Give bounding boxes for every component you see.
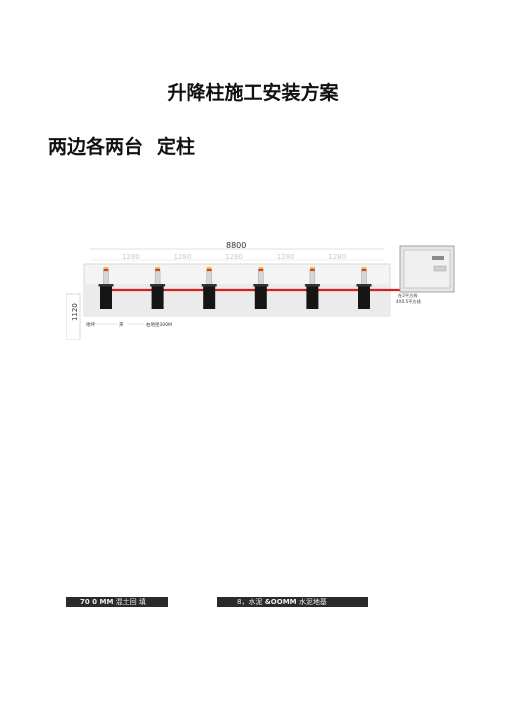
bollard-light-red <box>155 269 161 271</box>
bollard-light-yellow <box>258 267 264 269</box>
cable-note-1: 在2平方线 <box>398 292 418 299</box>
bollard-base <box>358 285 370 309</box>
bollard-base <box>151 285 164 309</box>
bollard-shaft <box>258 270 264 286</box>
bollard-light-red <box>258 269 264 271</box>
section-heading-right: 定柱 <box>157 136 196 158</box>
bollard-light-yellow <box>206 267 212 269</box>
footer-bar-right-separator: ， <box>241 598 249 606</box>
concrete-fill <box>84 284 390 316</box>
bollard-light-yellow <box>103 267 109 269</box>
bollard-base <box>203 285 216 309</box>
footer-bar-right-prefix: 8 <box>237 598 242 606</box>
bollard <box>253 267 269 309</box>
side-dimension-box <box>66 293 81 340</box>
control-cabinet-button <box>433 265 447 272</box>
bollard-flange <box>253 284 269 287</box>
bollard-light-red <box>361 269 367 271</box>
footer-bar-right-rest: 水泥地基 <box>296 598 327 606</box>
spacing-label: 1280 <box>328 253 346 261</box>
bollard-light-yellow <box>155 267 161 269</box>
footer-bar-left-text: 混土回 填 <box>113 598 146 606</box>
footer-bar-backfill: 70 0 MM 混土回 填 <box>66 597 168 607</box>
footer-bar-foundation: 8，水泥 &OOMM 水泥地基 <box>217 597 368 607</box>
side-dimension-label: 1120 <box>71 303 79 321</box>
bollards <box>98 267 372 309</box>
bollard-flange <box>304 284 320 287</box>
bottom-label-3: 右地径300M <box>146 321 172 328</box>
bollard-flange <box>201 284 217 287</box>
bollard <box>150 267 166 309</box>
section-heading: 两边各两台定柱 <box>48 132 195 159</box>
control-cabinet-display <box>432 256 444 260</box>
bollard-flange <box>150 284 166 287</box>
footer-bar-right-bold: &OOMM <box>264 598 297 606</box>
bollard-light-yellow <box>361 267 367 269</box>
page-title: 升降柱施工安装方案 <box>167 82 339 104</box>
bollard <box>201 267 217 309</box>
total-length-label: 8800 <box>226 241 246 250</box>
bollard-base <box>254 285 267 309</box>
spacing-label: 1280 <box>225 253 243 261</box>
bollard <box>356 267 372 309</box>
bollard-shaft <box>361 270 367 286</box>
bollard-flange <box>98 284 114 287</box>
bottom-label-1: 地坪 <box>86 321 95 328</box>
bollard-light-red <box>206 269 212 271</box>
spacing-label: 1280 <box>277 253 295 261</box>
spacing-label: 1280 <box>122 253 140 261</box>
bollard-shaft <box>154 270 161 286</box>
footer-bar-left-bold: 70 0 MM <box>80 598 114 606</box>
bottom-label-2: 夹 <box>119 321 124 328</box>
footer-bar-right-text: 水泥 <box>248 598 265 606</box>
section-heading-left: 两边各两台 <box>48 136 144 158</box>
bollard-shaft <box>309 270 316 286</box>
bollard-light-red <box>103 269 109 271</box>
bollard-shaft <box>103 270 109 286</box>
bollard-flange <box>356 284 372 287</box>
bollard-light-yellow <box>309 267 315 269</box>
spacing-label: 1280 <box>174 253 192 261</box>
bollard-base <box>100 285 112 309</box>
cable-note-2: 4X0.5平方线 <box>396 298 422 305</box>
spacing-labels: 1280 1280 1280 1280 1280 <box>122 253 346 261</box>
bollard-base <box>306 285 319 309</box>
installation-diagram-svg: 1120 8800 1280 1280 1280 1280 1280 在2平方线 4X0… <box>66 241 455 340</box>
bollard-light-red <box>309 269 315 271</box>
bollard-shaft <box>206 270 212 286</box>
bollard <box>304 267 320 309</box>
bollard <box>98 267 114 309</box>
installation-diagram: 1120 8800 1280 1280 1280 1280 1280 在2平方线 4X0… <box>66 240 468 340</box>
